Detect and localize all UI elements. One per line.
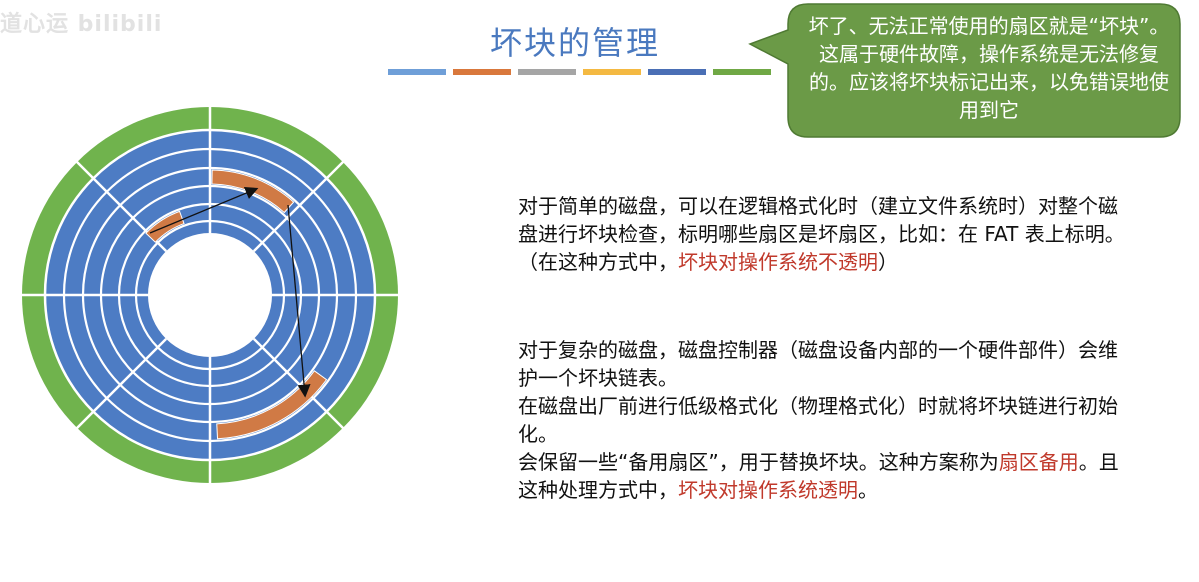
- paragraph-simple-disk: 对于简单的磁盘，可以在逻辑格式化时（建立文件系统时）对整个磁盘进行坏块检查，标明…: [518, 192, 1128, 276]
- watermark: 道心运 bilibili: [0, 12, 163, 37]
- title-color-bar: [388, 69, 778, 75]
- sector-divider-6: [74, 337, 168, 431]
- callout-text: 坏了、无法正常使用的扇区就是“坏块”。这属于硬件故障，操作系统是无法修复的。应该…: [808, 14, 1170, 122]
- bad-sector-3: [216, 370, 328, 440]
- callout-bubble: [748, 3, 1181, 138]
- arrow-bad-to-bad-1: [149, 186, 259, 234]
- color-bar-segment-1: [388, 69, 446, 75]
- disk-diagram: [20, 105, 400, 485]
- disk-hub-hole: [148, 233, 272, 357]
- arrow-bad-to-bad-2: [287, 204, 311, 398]
- color-bar-segment-2: [453, 69, 511, 75]
- para2-highlight-spare: 扇区备用: [998, 450, 1079, 474]
- sector-divider-2: [252, 159, 346, 253]
- slide-title: 坏块的管理: [489, 24, 660, 62]
- para1-tail: ）: [878, 250, 898, 274]
- para2-line3-a: 会保留一些“备用扇区”，用于替换坏块。这种方案称为: [518, 450, 999, 474]
- para2-line3-c: 。: [858, 478, 878, 502]
- color-bar-segment-6: [713, 69, 771, 75]
- color-bar-segment-4: [583, 69, 641, 75]
- para1-highlight: 坏块对操作系统不透明: [678, 250, 878, 274]
- color-bar-segment-3: [518, 69, 576, 75]
- para2-highlight-transparent: 坏块对操作系统透明: [678, 478, 858, 502]
- color-bar-segment-5: [648, 69, 706, 75]
- para2-line3: 会保留一些“备用扇区”，用于替换坏块。这种方案称为扇区备用。且这种处理方式中，坏…: [518, 448, 1128, 504]
- para2-line2: 在磁盘出厂前进行低级格式化（物理格式化）时就将坏块链进行初始化。: [518, 394, 1118, 446]
- para2-line1: 对于复杂的磁盘，磁盘控制器（磁盘设备内部的一个硬件部件）会维护一个坏块链表。: [518, 338, 1118, 390]
- para2-line3-b: 。且这种处理方式中，: [518, 450, 1119, 502]
- para1-text: 对于简单的磁盘，可以在逻辑格式化时（建立文件系统时）对整个磁盘进行坏块检查，标明…: [518, 194, 1125, 274]
- paragraph-complex-disk: 对于复杂的磁盘，磁盘控制器（磁盘设备内部的一个硬件部件）会维护一个坏块链表。 在…: [518, 336, 1128, 504]
